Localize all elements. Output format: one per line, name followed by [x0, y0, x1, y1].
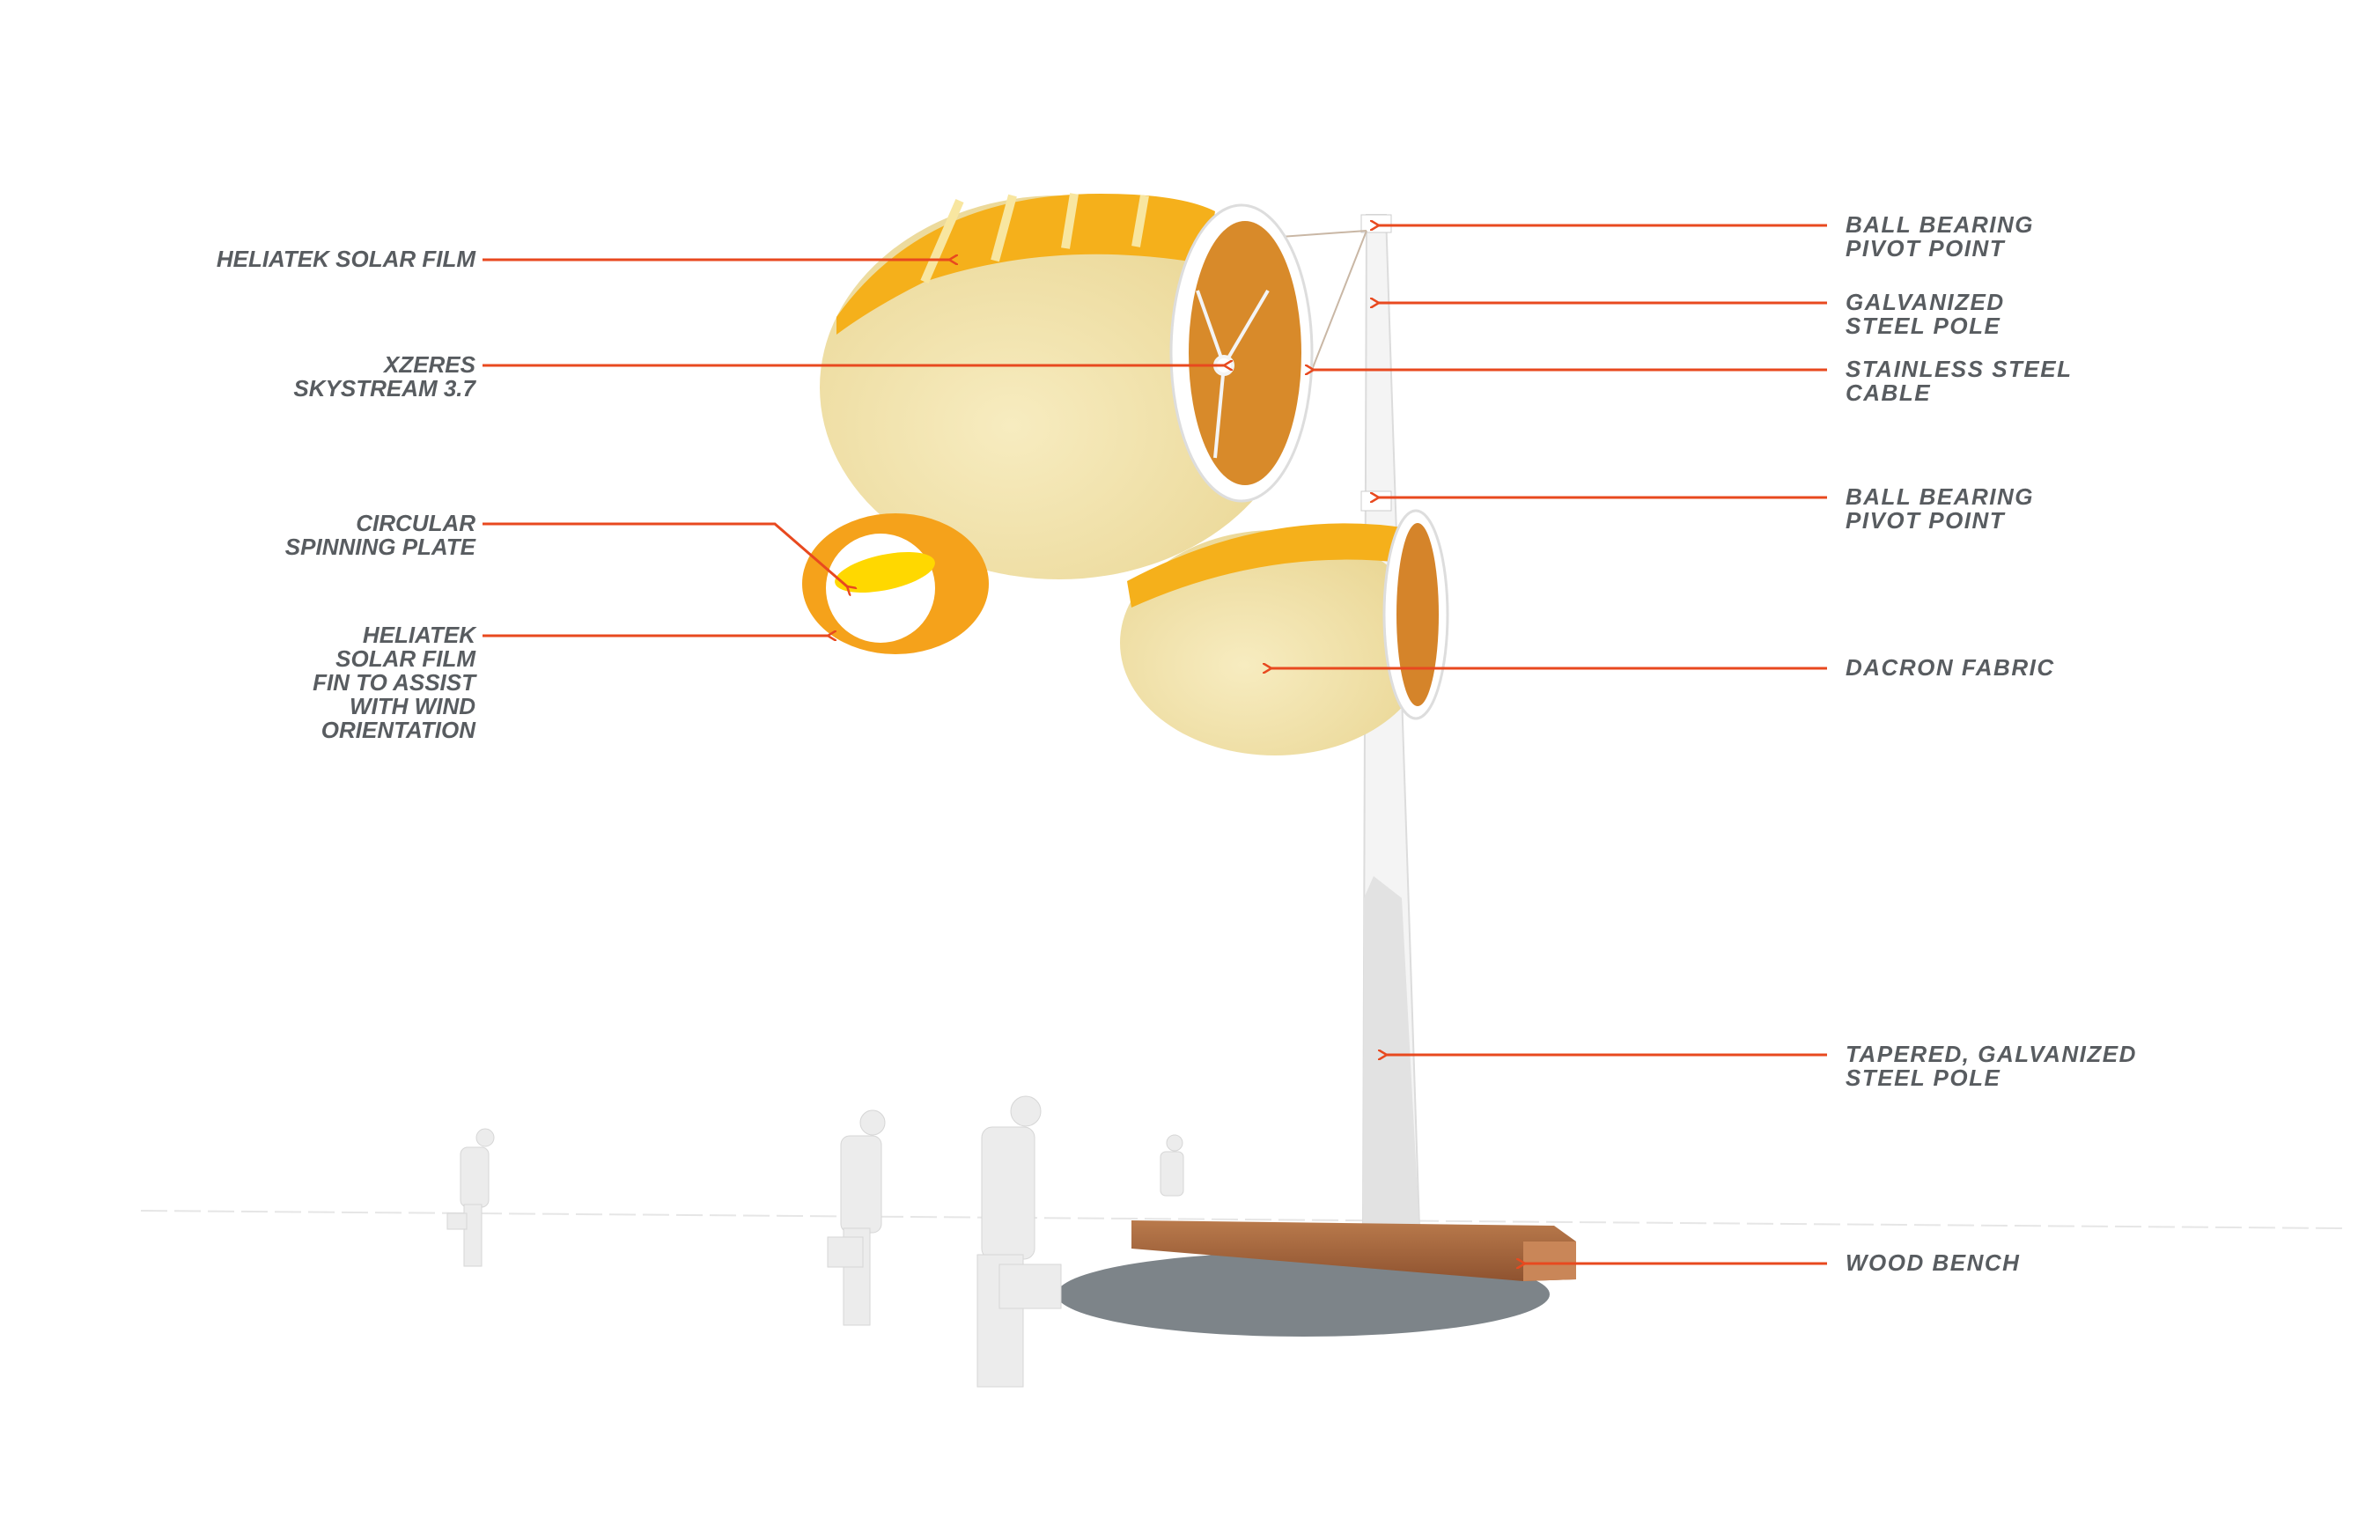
label-line: HELIATEK — [362, 622, 475, 648]
label-line: GALVANIZED — [1846, 289, 2005, 315]
leader-lines — [483, 225, 1827, 1264]
label-xzeres-skystream: XZERES SKYSTREAM 3.7 — [293, 353, 475, 401]
label-line: FIN TO ASSIST — [313, 669, 475, 696]
ground-shadow — [1057, 1252, 1550, 1337]
label-line: WOOD BENCH — [1846, 1249, 2021, 1276]
label-tapered-pole: TAPERED, GALVANIZED STEEL POLE — [1846, 1043, 2137, 1090]
label-line: TAPERED, GALVANIZED — [1846, 1041, 2137, 1067]
label-circular-spinning-plate: CIRCULAR SPINNING PLATE — [285, 512, 475, 559]
label-ball-bearing-lower: BALL BEARING PIVOT POINT — [1846, 485, 2034, 533]
steel-pole — [1266, 214, 1421, 1229]
label-stainless-steel-cable: STAINLESS STEEL CABLE — [1846, 357, 2073, 405]
label-line: SPINNING PLATE — [284, 534, 475, 560]
person — [827, 1109, 886, 1326]
label-line: STEEL POLE — [1846, 313, 2001, 339]
label-line: PIVOT POINT — [1846, 507, 2006, 534]
label-ball-bearing-top: BALL BEARING PIVOT POINT — [1846, 213, 2034, 261]
spinning-plate — [835, 552, 935, 593]
label-wood-bench: WOOD BENCH — [1846, 1251, 2020, 1275]
label-line: HELIATEK SOLAR FILM — [216, 246, 475, 272]
leader-spinning-plate — [483, 522, 847, 586]
label-line: SOLAR FILM — [335, 645, 475, 672]
person — [1160, 1134, 1184, 1197]
label-dacron-fabric: DACRON FABRIC — [1846, 656, 2055, 680]
label-solar-film-fin: HELIATEK SOLAR FILM FIN TO ASSIST WITH W… — [313, 623, 475, 742]
label-line: XZERES — [383, 351, 475, 378]
upper-pod — [820, 193, 1314, 579]
label-line: BALL BEARING — [1846, 211, 2034, 238]
wood-bench — [1131, 1220, 1576, 1281]
label-line: WITH WIND — [350, 693, 475, 719]
person — [976, 1095, 1062, 1388]
person — [446, 1128, 495, 1267]
label-heliatek-solar-film: HELIATEK SOLAR FILM — [217, 247, 475, 271]
label-line: BALL BEARING — [1846, 483, 2034, 510]
lower-pod — [1120, 509, 1449, 755]
label-line: STEEL POLE — [1846, 1065, 2001, 1091]
label-line: PIVOT POINT — [1846, 235, 2006, 262]
label-line: ORIENTATION — [321, 717, 475, 743]
label-galvanized-steel-pole: GALVANIZED STEEL POLE — [1846, 291, 2005, 338]
people — [446, 1095, 1184, 1388]
label-line: CIRCULAR — [356, 510, 475, 536]
pivot-lower — [1360, 490, 1392, 512]
label-line: CABLE — [1846, 379, 1932, 406]
label-line: SKYSTREAM 3.7 — [293, 375, 475, 402]
label-line: STAINLESS STEEL — [1846, 356, 2073, 382]
label-line: DACRON FABRIC — [1846, 654, 2055, 681]
pivot-top — [1360, 214, 1392, 233]
solar-film-fin — [802, 513, 989, 654]
